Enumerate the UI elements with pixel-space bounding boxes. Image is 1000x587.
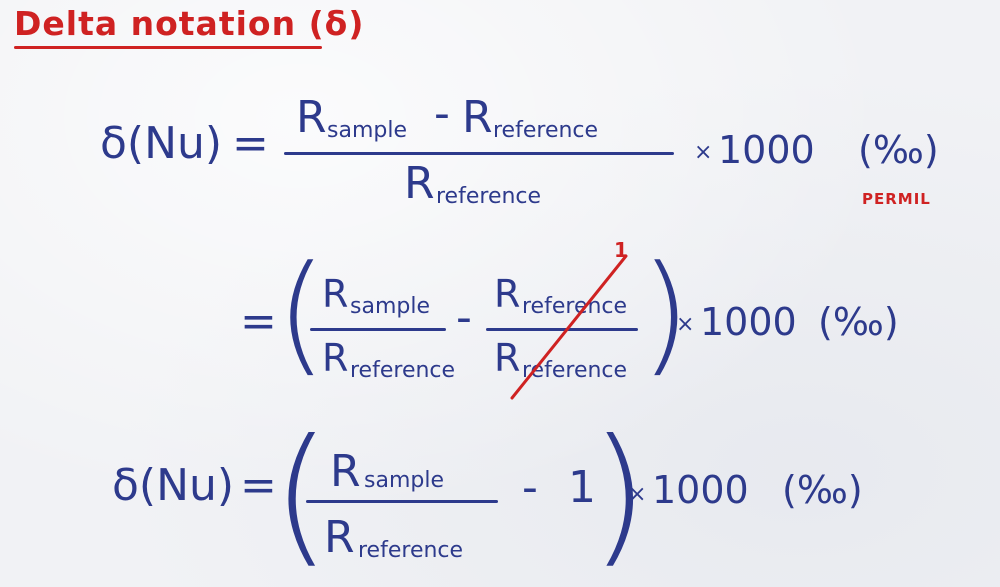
eq3-fraction-bar xyxy=(306,500,498,503)
eq1-unit: (‰) xyxy=(858,128,939,172)
eq2-f2-den-r: R xyxy=(494,336,521,380)
eq3-lhs: δ(Nu) xyxy=(112,460,235,511)
eq1-factor: 1000 xyxy=(718,128,815,172)
eq3-unit: (‰) xyxy=(782,468,863,512)
cancel-strike xyxy=(510,254,628,400)
slide-title: Delta notation (δ) xyxy=(14,4,365,43)
eq2-f2-num-r: R xyxy=(494,272,521,316)
eq3-left-paren: ( xyxy=(272,408,331,582)
eq3-times: × xyxy=(628,482,647,507)
eq2-f2-bar xyxy=(486,328,638,331)
eq3-right-paren: ) xyxy=(590,408,649,582)
eq2-f1-num-sub: sample xyxy=(350,294,430,319)
eq1-num-r-reference: R xyxy=(462,92,493,143)
eq2-f1-den-r: R xyxy=(322,336,349,380)
eq3-one: 1 xyxy=(568,462,596,513)
eq3-factor: 1000 xyxy=(652,468,749,512)
eq3-den-r: R xyxy=(324,512,355,563)
eq2-f1-bar xyxy=(310,328,446,331)
title-underline xyxy=(14,46,322,49)
eq2-equals: = xyxy=(240,296,277,347)
eq2-f1-num-r: R xyxy=(322,272,349,316)
eq2-f2-num-sub: reference xyxy=(522,294,628,319)
eq1-times: × xyxy=(694,140,713,165)
eq1-num-sub-sample: sample xyxy=(327,118,407,143)
permil-label: PERMIL xyxy=(862,190,931,208)
eq2-right-paren: ) xyxy=(640,237,691,389)
eq2-unit: (‰) xyxy=(818,300,899,344)
eq1-equals: = xyxy=(232,118,269,169)
eq2-f1-den-sub: reference xyxy=(350,358,456,383)
eq1-lhs: δ(Nu) xyxy=(100,118,223,169)
eq1-den-r: R xyxy=(404,158,435,209)
eq1-fraction-bar xyxy=(284,152,674,155)
eq2-left-paren: ( xyxy=(276,237,327,389)
eq3-den-sub: reference xyxy=(358,538,464,563)
eq2-minus: - xyxy=(456,292,472,343)
eq1-num-minus: - xyxy=(434,88,450,139)
eq3-num-sub: sample xyxy=(364,468,444,493)
eq3-equals: = xyxy=(240,460,277,511)
eq1-den-sub: reference xyxy=(436,184,542,209)
eq3-minus: - xyxy=(522,462,538,513)
eq2-times: × xyxy=(676,312,695,337)
eq1-num-r-sample: R xyxy=(296,92,327,143)
eq1-num-sub-reference: reference xyxy=(493,118,599,143)
eq2-factor: 1000 xyxy=(700,300,797,344)
eq3-num-r: R xyxy=(330,446,361,497)
